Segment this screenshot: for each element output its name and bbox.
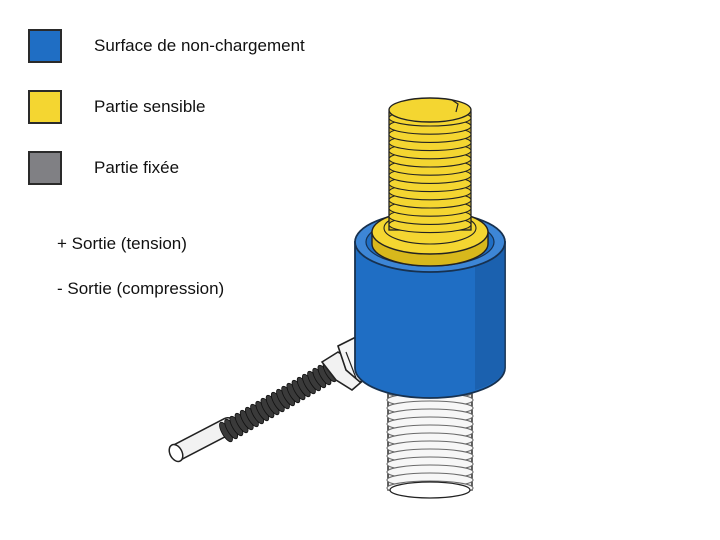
legend-swatch-blue [28,29,62,63]
legend-item-non-loading-surface: Surface de non-chargement [28,27,305,65]
upper-threaded-stud [388,97,472,234]
upper-stud-notch [451,99,459,113]
legend-label: Partie sensible [94,97,206,116]
legend-swatch-yellow [28,90,62,124]
upper-stud-top-face [388,97,472,123]
legend-label: Surface de non-chargement [94,36,305,55]
legend-label: Partie fixée [94,158,180,177]
cable-wire [168,417,237,463]
output-compression-label: - Sortie (compression) [57,279,225,298]
legend-swatch-gray [28,151,62,185]
output-tension-label: + Sortie (tension) [57,234,187,253]
lower-stud-end [389,481,471,499]
legend-item-fixed-part: Partie fixée [28,149,179,187]
lower-threaded-stud [386,384,474,499]
legend-item-sensing-part: Partie sensible [28,88,206,126]
